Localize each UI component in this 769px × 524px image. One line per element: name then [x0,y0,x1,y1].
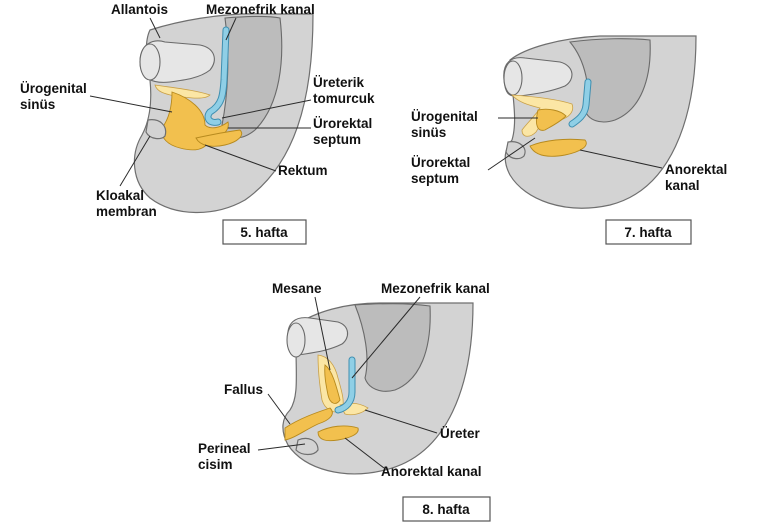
label-anorectal-canal-1-week-7: Anorektal [665,162,727,177]
label-ureteric-bud-1-week-5: Üreterik [313,75,365,90]
stage-label-week-5: 5. hafta [240,225,288,240]
panel-week-5: Allantois Mezonefrik kanal Ürogenital si… [20,2,375,244]
label-perineal-body-1-week-8: Perineal [198,441,251,456]
stage-label-week-8: 8. hafta [422,502,470,517]
label-urogenital-sinus-1-week-7: Ürogenital [411,109,478,124]
label-phallus-week-8: Fallus [224,382,263,397]
panel-week-7: Ürogenital sinüs Ürorektal septum Anorek… [411,36,727,244]
stage-label-week-7: 7. hafta [624,225,672,240]
label-urorectal-septum-2-week-5: septum [313,132,361,147]
label-cloacal-membrane-2-week-5: membran [96,204,157,219]
label-urorectal-septum-2-week-7: septum [411,171,459,186]
label-bladder-week-8: Mesane [272,281,322,296]
label-urogenital-sinus-2-week-5: sinüs [20,97,55,112]
label-urogenital-sinus-2-week-7: sinüs [411,125,446,140]
label-urorectal-septum-1-week-7: Ürorektal [411,155,470,170]
label-mesonephric-duct-week-8: Mezonefrik kanal [381,281,490,296]
label-urogenital-sinus-1-week-5: Ürogenital [20,81,87,96]
label-anorectal-canal-2-week-7: kanal [665,178,700,193]
label-anorectal-canal-week-8: Anorektal kanal [381,464,482,479]
label-rectum-week-5: Rektum [278,163,328,178]
label-ureter-week-8: Üreter [440,426,481,441]
label-urorectal-septum-1-week-5: Ürorektal [313,116,372,131]
label-ureteric-bud-2-week-5: tomurcuk [313,91,375,106]
label-allantois-week-5: Allantois [111,2,168,17]
panel-week-8: Mesane Mezonefrik kanal Fallus Üreter Pe… [198,281,490,521]
leader-phallus-week-8 [268,394,290,424]
label-mesonephric-duct-week-5: Mezonefrik kanal [206,2,315,17]
label-perineal-body-2-week-8: cisim [198,457,233,472]
label-cloacal-membrane-1-week-5: Kloakal [96,188,144,203]
allantois-opening-week-5 [140,44,160,80]
allantois-opening-week-8 [287,323,305,357]
allantois-opening-week-7 [504,61,522,95]
